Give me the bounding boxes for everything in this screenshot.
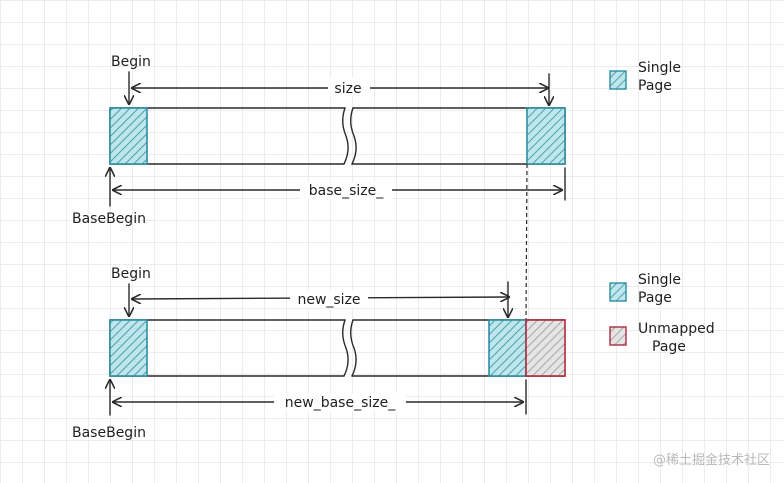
legend-single-page-swatch: [609, 282, 627, 302]
legend-single-page-label: Single Page: [638, 60, 686, 94]
legend-unmapped-page-label: Unmapped Page: [638, 321, 719, 355]
bottom-size-label: new_size: [297, 292, 360, 308]
legend-top: Single Page: [609, 60, 686, 94]
bottom-last-single-page: [488, 319, 527, 377]
top-first-single-page: [109, 107, 148, 165]
page-boundary-dashed-line: [525, 163, 528, 321]
bottom-unmapped-page: [525, 319, 566, 377]
top-memory-bar: [109, 107, 566, 165]
top-last-single-page: [526, 107, 566, 165]
top-begin-label: Begin: [111, 54, 151, 70]
bottom-base-size-label: new_base_size_: [285, 395, 396, 411]
bottom-memory-bar: [109, 319, 566, 377]
bottom-begin-label: Begin: [111, 266, 151, 282]
bottom-first-single-page: [109, 319, 148, 377]
legend-single-page-swatch: [609, 70, 627, 90]
top-base-begin-label: BaseBegin: [72, 211, 146, 227]
watermark: @稀土掘金技术社区: [653, 452, 770, 468]
legend-unmapped-page-swatch: [609, 326, 627, 346]
top-size-label: size: [334, 81, 361, 97]
bottom-base-begin-label: BaseBegin: [72, 425, 146, 441]
legend-bottom: Single Page Unmapped Page: [609, 272, 719, 355]
legend-single-page-label: Single Page: [638, 272, 686, 306]
top-base-size-label: base_size_: [309, 183, 385, 199]
